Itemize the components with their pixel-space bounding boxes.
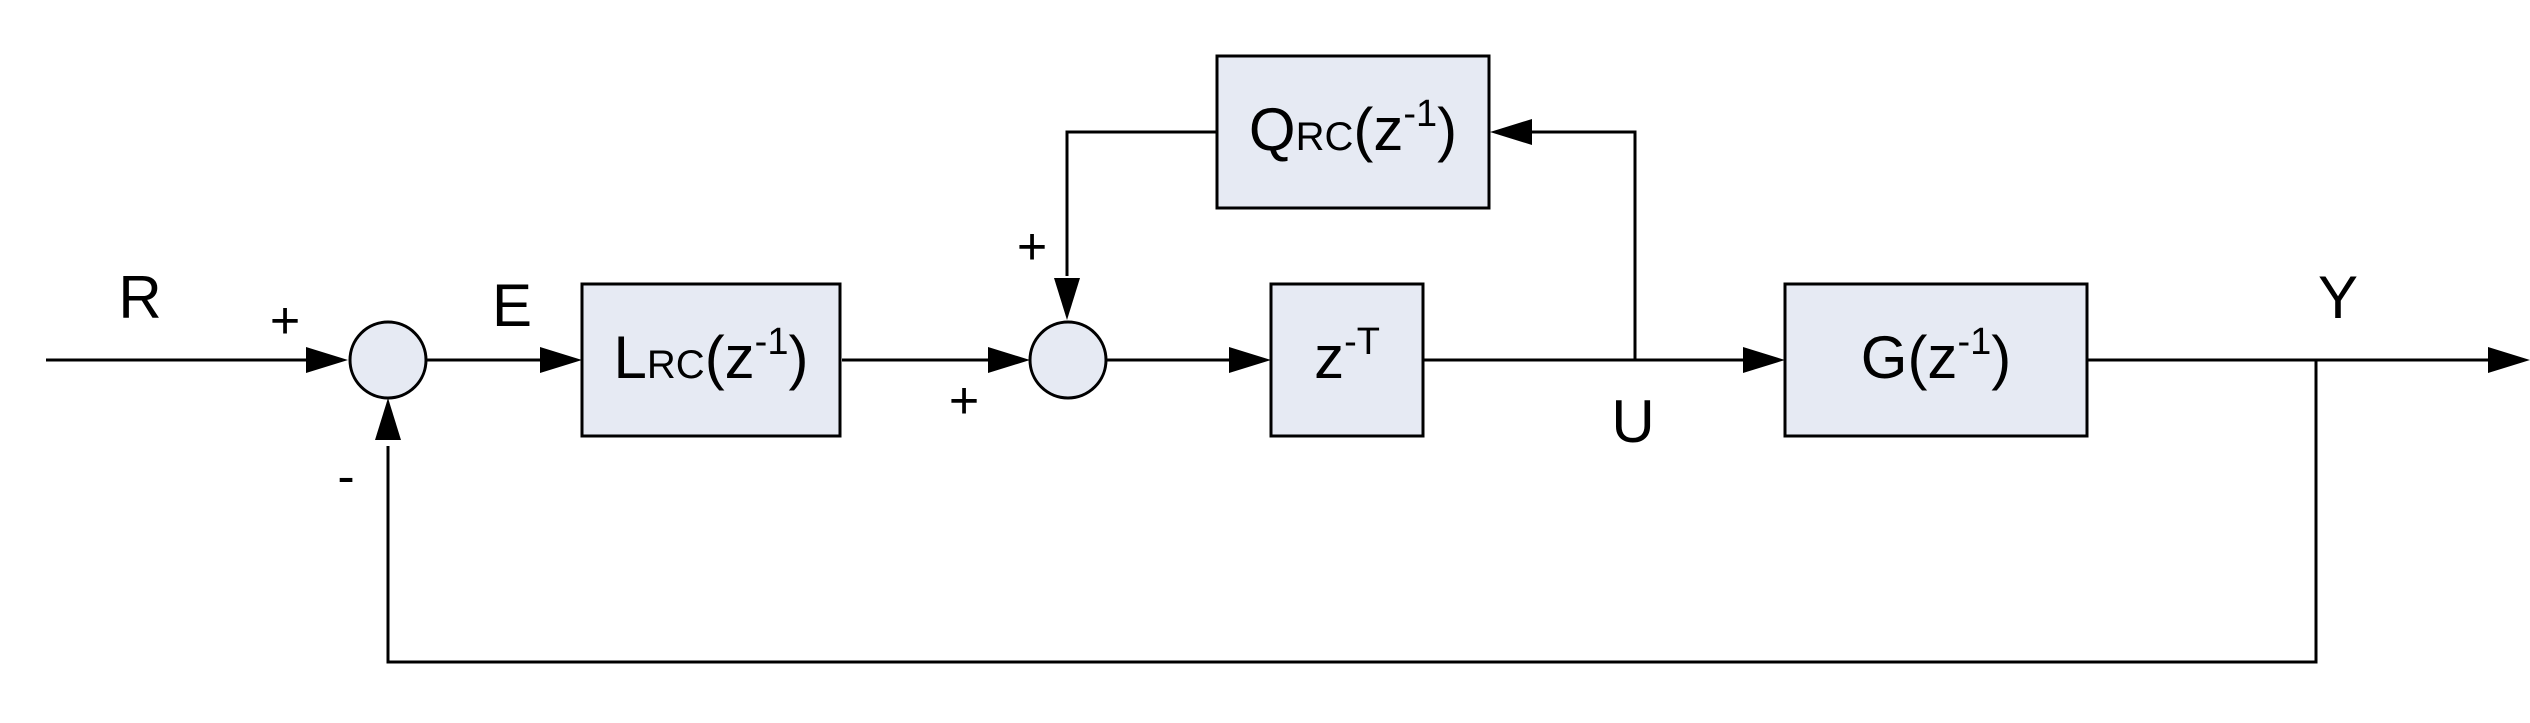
block-g-close: ) — [1991, 324, 2011, 391]
block-lrc-sup: -1 — [755, 321, 789, 363]
sign-sum1-minus: - — [337, 448, 354, 506]
sign-sum2-left: + — [949, 372, 979, 430]
block-lrc-label: LRC(z-1) — [614, 321, 809, 391]
wire-feedback-main — [386, 360, 2318, 664]
block-delay-box — [1269, 282, 1425, 438]
summing-junction-error — [348, 320, 428, 400]
signal-label-r: R — [118, 264, 161, 331]
summing-junction-repetitive — [1028, 320, 1108, 400]
block-qrc-label: QRC(z-1) — [1249, 93, 1457, 163]
arrow-into-sum1 — [306, 347, 348, 373]
arrow-into-qrc — [1490, 119, 1532, 145]
block-lrc: LRC(z-1) — [580, 282, 842, 438]
block-lrc-open: (z — [705, 324, 755, 391]
block-qrc-box — [1215, 54, 1491, 210]
block-qrc: QRC(z-1) — [1215, 54, 1491, 210]
sign-sum1-plus: + — [270, 292, 300, 350]
arrow-into-g — [1743, 347, 1785, 373]
wire-q-out — [1065, 130, 1217, 276]
block-delay: z-T — [1269, 282, 1425, 438]
block-g-main: G(z — [1861, 324, 1958, 391]
arrow-feedback-into-sum1 — [375, 398, 401, 440]
signal-label-e: E — [492, 272, 532, 339]
arrow-output — [2488, 347, 2530, 373]
block-delay-sup: -T — [1344, 321, 1380, 363]
signal-label-u: U — [1611, 388, 1654, 455]
block-qrc-open: (z — [1353, 96, 1403, 163]
block-g: G(z-1) — [1783, 282, 2089, 438]
wire-feedback-q-branch — [1530, 130, 1637, 360]
block-qrc-sub: RC — [1296, 115, 1354, 159]
block-qrc-close: ) — [1437, 96, 1457, 163]
block-g-sup: -1 — [1957, 321, 1991, 363]
arrow-into-lrc — [540, 347, 582, 373]
block-lrc-main: L — [614, 324, 647, 391]
block-qrc-main: Q — [1249, 96, 1296, 163]
sign-sum2-top: + — [1017, 218, 1047, 276]
arrow-q-into-sum2 — [1054, 278, 1080, 320]
block-g-label: G(z-1) — [1861, 321, 2011, 391]
block-g-box — [1783, 282, 2089, 438]
arrow-into-sum2 — [988, 347, 1030, 373]
block-qrc-sup: -1 — [1403, 93, 1437, 135]
arrow-into-delay — [1229, 347, 1271, 373]
block-delay-label: z-T — [1314, 321, 1380, 391]
block-delay-main: z — [1314, 324, 1344, 391]
signal-label-y: Y — [2318, 264, 2358, 331]
block-lrc-box — [580, 282, 842, 438]
block-lrc-sub: RC — [647, 343, 705, 387]
block-lrc-close: ) — [788, 324, 808, 391]
